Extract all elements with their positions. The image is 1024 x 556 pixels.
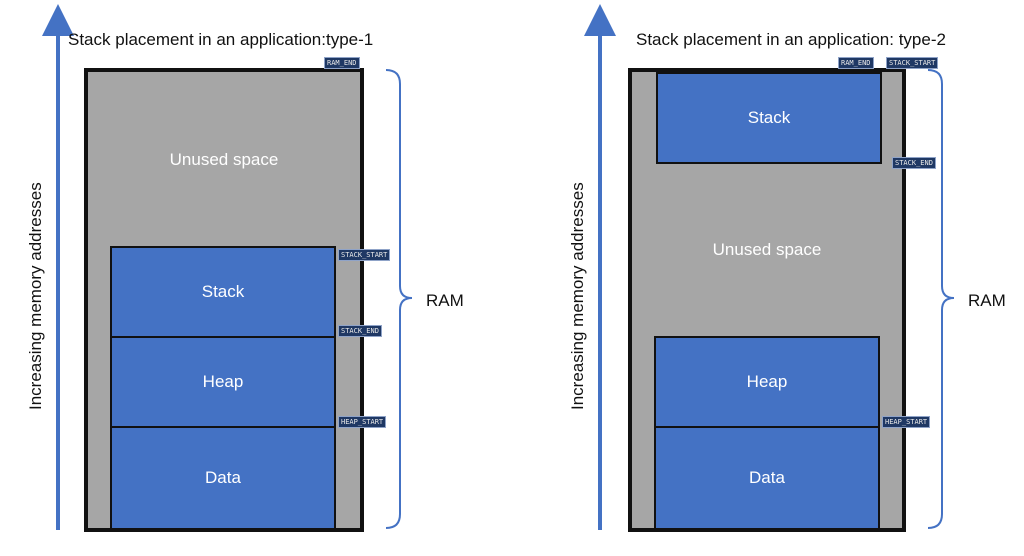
unused-space-type-2: Unused space	[712, 240, 822, 259]
axis-label-left: Increasing memory addresses	[26, 182, 45, 410]
ram-brace-1	[385, 69, 413, 529]
stack-start-tag-type-1: STACK_START	[338, 249, 391, 261]
unused-space-type-1: Unused space	[169, 150, 279, 169]
stack-end-tag-type-2: STACK_END	[892, 157, 936, 169]
ram-label-type-2: RAM	[968, 291, 1006, 310]
data-block-type-1: Data	[110, 426, 336, 530]
heap-block-type-1: Heap	[110, 336, 336, 428]
stack-block-type-2: Stack	[656, 72, 882, 164]
heap-block-type-2: Heap	[654, 336, 880, 428]
heap-start-tag-type-1: HEAP_START	[338, 416, 387, 428]
stack-start-tag-type-2: STACK_START	[886, 57, 939, 69]
ram-label-type-1: RAM	[426, 291, 464, 310]
diagram-title-type-1: Stack placement in an application:type-1	[68, 30, 374, 49]
heap-start-tag-type-2: HEAP_START	[882, 416, 931, 428]
diagram-title-type-2: Stack placement in an application: type-…	[636, 30, 946, 49]
axis-label-right: Increasing memory addresses	[568, 182, 587, 410]
data-block-type-2: Data	[654, 426, 880, 530]
ram-brace-2	[927, 69, 955, 529]
stack-block-type-1: Stack	[110, 246, 336, 338]
stack-end-tag-type-1: STACK_END	[338, 325, 382, 337]
ram-end-tag-type-1: RAM_END	[324, 57, 360, 69]
ram-end-tag-type-2: RAM_END	[838, 57, 874, 69]
